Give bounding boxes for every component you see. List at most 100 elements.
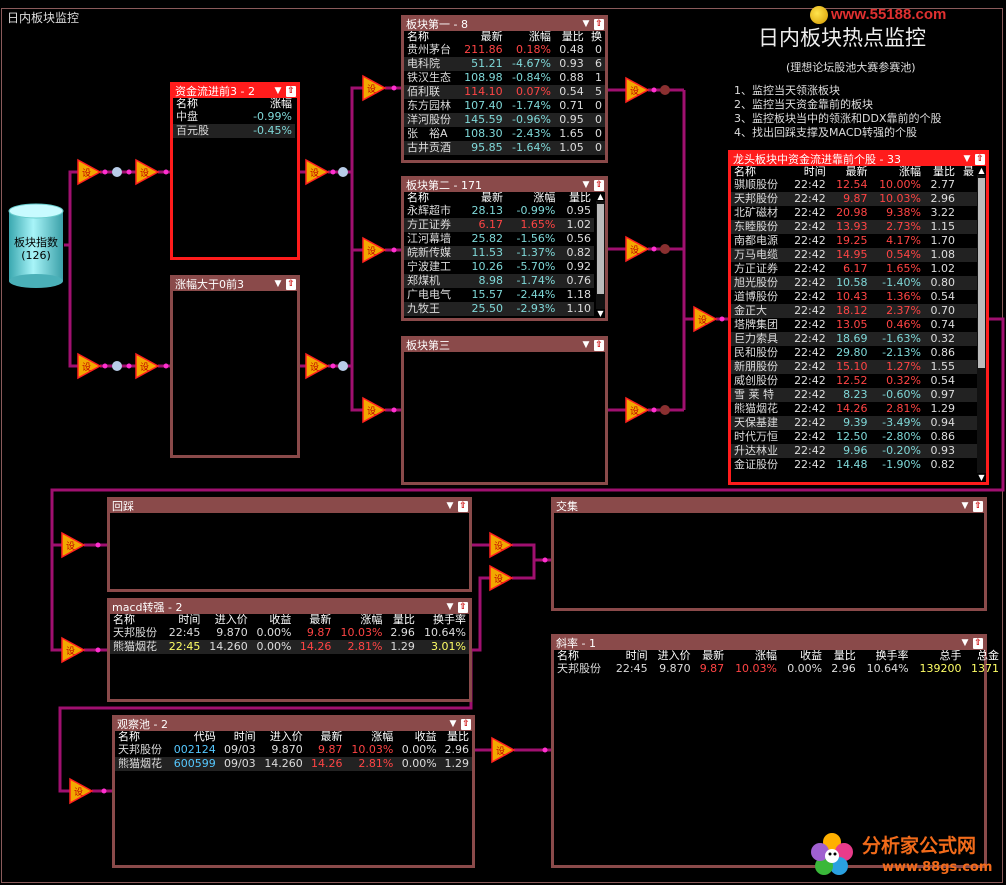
scroll-up-icon[interactable]: ▲ — [977, 166, 986, 175]
column-header[interactable]: 涨幅 — [755, 649, 778, 662]
dropdown-icon[interactable]: ▼ — [961, 501, 969, 511]
column-header[interactable]: 最新 — [481, 191, 504, 204]
column-header[interactable]: 代码 — [193, 730, 216, 743]
up-arrow-icon[interactable]: ⇧ — [594, 19, 604, 30]
column-header[interactable]: 量比 — [833, 649, 856, 662]
dropdown-icon[interactable]: ▼ — [963, 154, 971, 164]
column-header[interactable]: 收益 — [800, 649, 823, 662]
column-header[interactable]: 量比 — [447, 730, 469, 743]
up-arrow-icon[interactable]: ⇧ — [458, 501, 468, 512]
panel-macd-strong[interactable]: macd转强 - 2 ▼⇧ 名称 时间 进入价 收益 最新 涨幅 量比 换手率 … — [107, 598, 472, 702]
column-header[interactable]: 总金 — [977, 649, 999, 662]
column-header[interactable]: 最新 — [320, 730, 343, 743]
dropdown-icon[interactable]: ▼ — [274, 279, 282, 289]
up-arrow-icon[interactable]: ⇧ — [461, 719, 471, 730]
column-header[interactable]: 量比 — [561, 30, 584, 43]
panel-intersection[interactable]: 交集 ▼⇧ — [551, 497, 987, 611]
column-header[interactable]: 最新 — [480, 30, 503, 43]
panel-leading-stocks[interactable]: 龙头板块中资金流进靠前个股 - 33 ▼⇧ 名称 时间 最新 涨幅 量比 最 骐… — [728, 150, 989, 485]
column-header[interactable]: 总手 — [939, 649, 962, 662]
panel-gain-above-zero[interactable]: 涨幅大于0前3 ▼⇧ — [170, 275, 300, 458]
dropdown-icon[interactable]: ▼ — [446, 602, 454, 612]
up-arrow-icon[interactable]: ⇧ — [973, 638, 983, 649]
up-arrow-icon[interactable]: ⇧ — [458, 602, 468, 613]
up-arrow-icon[interactable]: ⇧ — [286, 86, 296, 97]
column-header[interactable]: 最 — [963, 165, 974, 178]
dropdown-icon[interactable]: ▼ — [582, 180, 590, 190]
up-arrow-icon[interactable]: ⇧ — [975, 154, 985, 165]
column-header[interactable]: 涨幅 — [270, 97, 292, 110]
scroll-down-icon[interactable]: ▼ — [596, 309, 605, 318]
column-header[interactable]: 最新 — [309, 613, 332, 626]
up-arrow-icon[interactable]: ⇧ — [594, 180, 604, 191]
column-header[interactable]: 最新 — [702, 649, 725, 662]
column-header[interactable]: 量比 — [933, 165, 956, 178]
up-arrow-icon[interactable]: ⇧ — [594, 340, 604, 351]
column-header[interactable]: 换 — [591, 30, 602, 43]
column-header[interactable]: 名称 — [176, 97, 198, 110]
column-header[interactable]: 名称 — [118, 730, 140, 743]
column-header[interactable]: 最新 — [845, 165, 868, 178]
column-header[interactable]: 涨幅 — [533, 191, 556, 204]
table-row[interactable]: 百元股-0.45% — [173, 124, 295, 138]
column-header[interactable]: 涨幅 — [371, 730, 394, 743]
column-header[interactable]: 量比 — [392, 613, 415, 626]
dropdown-icon[interactable]: ▼ — [961, 638, 969, 648]
column-header[interactable]: 进入价 — [657, 649, 691, 662]
up-arrow-icon[interactable]: ⇧ — [286, 279, 296, 290]
column-header[interactable]: 收益 — [269, 613, 292, 626]
panel-capital-inflow[interactable]: 资金流进前3 - 2 ▼⇧ 名称涨幅 中盘-0.99% 百元股-0.45% — [170, 82, 300, 260]
column-header[interactable]: 涨幅 — [360, 613, 383, 626]
column-header[interactable]: 时间 — [803, 165, 826, 178]
table-row[interactable]: 熊猫烟花 600599 09/03 14.260 14.26 2.81% 0.0… — [115, 757, 472, 771]
table-row[interactable]: 天邦股份 22:45 9.870 0.00% 9.87 10.03% 2.96 … — [110, 626, 469, 640]
column-header[interactable]: 名称 — [734, 165, 756, 178]
dropdown-icon[interactable]: ▼ — [446, 501, 454, 511]
column-header[interactable]: 涨幅 — [528, 30, 551, 43]
column-header[interactable]: 进入价 — [214, 613, 248, 626]
column-header[interactable]: 换手率 — [433, 613, 466, 626]
dropdown-icon[interactable]: ▼ — [582, 19, 590, 29]
column-header[interactable]: 时间 — [625, 649, 648, 662]
dropdown-icon[interactable]: ▼ — [274, 86, 282, 96]
dropdown-icon[interactable]: ▼ — [582, 340, 590, 350]
column-header[interactable]: 名称 — [113, 613, 135, 626]
scrollbar[interactable] — [596, 192, 605, 318]
column-header[interactable]: 进入价 — [269, 730, 303, 743]
scroll-up-icon[interactable]: ▲ — [596, 192, 605, 201]
column-header[interactable]: 时间 — [233, 730, 256, 743]
dropdown-icon[interactable]: ▼ — [449, 719, 457, 729]
panel-slope[interactable]: 斜率 - 1 ▼⇧ 名称 时间 进入价 最新 涨幅 收益 量比 换手率 总手 总… — [551, 634, 999, 868]
table-row[interactable]: 天邦股份 002124 09/03 9.870 9.87 10.03% 0.00… — [115, 743, 472, 757]
up-arrow-icon[interactable]: ⇧ — [973, 501, 983, 512]
column-header[interactable]: 量比 — [569, 191, 591, 204]
